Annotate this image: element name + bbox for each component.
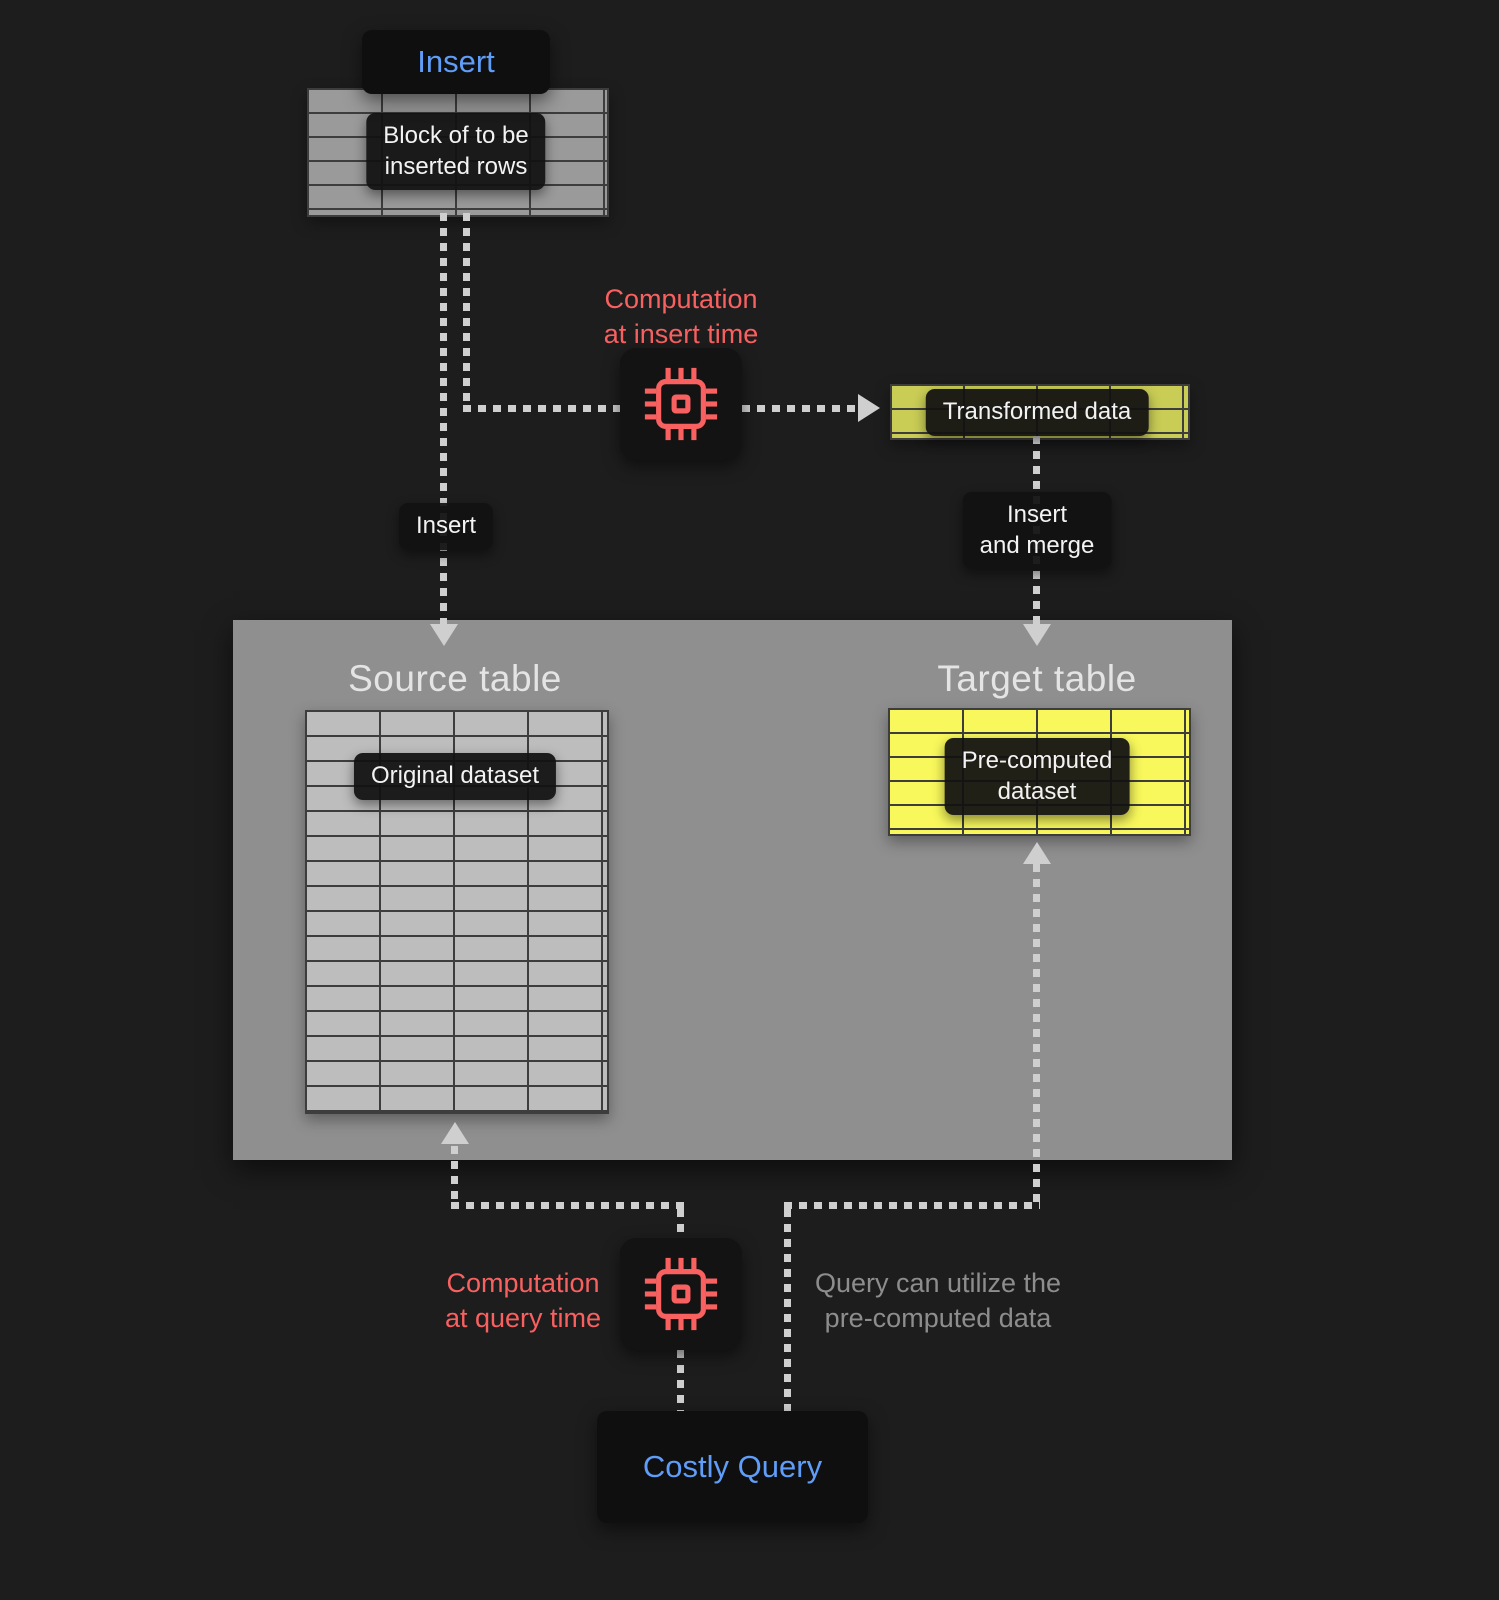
edge-query-to-source-v [451,1146,458,1209]
insert-node: Insert [362,30,550,94]
arrow-up-target-icon [1023,842,1051,864]
computation-insert-node [620,348,742,460]
arrow-down-target-icon [1023,624,1051,646]
costly-query-node: Costly Query [597,1411,868,1523]
source-table-title: Source table [348,658,562,699]
edge-insert-to-compute-h [463,405,620,412]
edge-insert-badge: Insert [398,503,494,550]
arrow-down-source-icon [430,624,458,646]
computation-query-label: Computation at query time [444,1268,602,1334]
edge-insert-to-compute-v [463,213,470,412]
costly-query-label: Costly Query [642,1449,823,1484]
edge-insert-merge-badge: Insert and merge [962,492,1112,570]
edge-compute-to-transformed [742,405,860,412]
computation-query-node [620,1238,742,1350]
edge-query-to-target-h [784,1202,1040,1209]
arrow-right-transformed-icon [858,394,880,422]
edge-query-chip-top [677,1209,684,1238]
insert-block-label: Block of to be inserted rows [366,113,546,191]
original-dataset-label: Original dataset [353,753,557,800]
computation-insert-label: Computation at insert time [603,284,759,350]
transformed-data-label: Transformed data [925,389,1149,436]
cpu-icon [644,367,718,441]
edge-insert-to-source [440,213,447,627]
edge-query-to-target-v1 [784,1209,791,1411]
precomputed-dataset-label: Pre-computed dataset [944,738,1130,816]
cpu-icon [644,1257,718,1331]
target-table-title: Target table [937,658,1137,699]
insert-node-label: Insert [417,44,495,79]
edge-query-to-source-h [451,1202,685,1209]
arrow-up-source-icon [441,1122,469,1144]
edge-query-chip-bottom [677,1350,684,1411]
query-note-label: Query can utilize the pre-computed data [814,1268,1062,1334]
edge-query-to-target-v2 [1033,864,1040,1209]
